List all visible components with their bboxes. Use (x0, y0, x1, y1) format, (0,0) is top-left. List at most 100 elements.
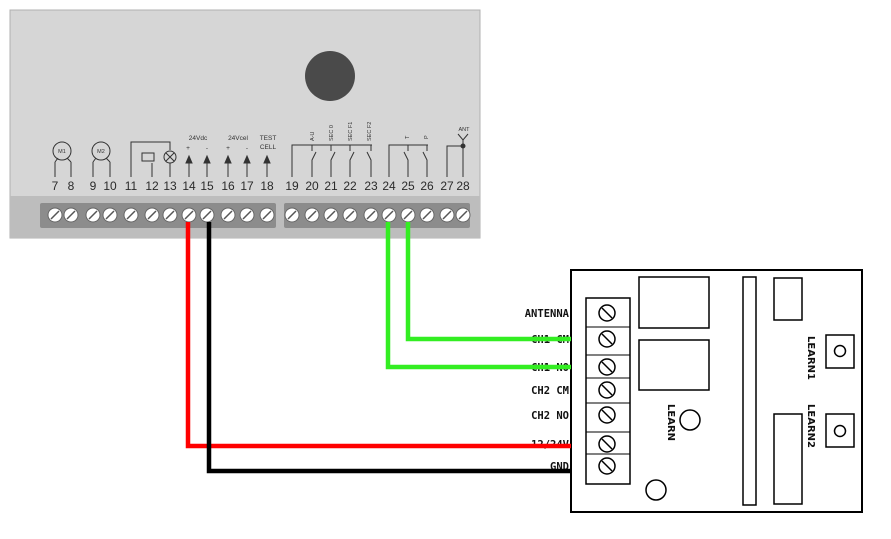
learn2-button-cap[interactable] (833, 424, 847, 438)
status-knob (305, 51, 355, 101)
terminal-number-27: 27 (440, 179, 454, 193)
learn-center-label: LEARN (665, 404, 676, 441)
receiver-screw-slot (601, 460, 613, 472)
terminal-screw-slot-7 (50, 210, 60, 220)
label-secf1: SEC F1 (348, 122, 354, 141)
terminal-number-11: 11 (125, 179, 138, 193)
terminal-screw-slot-15 (202, 210, 212, 220)
terminal-number-25: 25 (401, 179, 415, 193)
terminal-number-19: 19 (285, 179, 299, 193)
wires (185, 222, 571, 474)
terminal-number-17: 17 (240, 179, 254, 193)
label-secf2: SEC F2 (367, 122, 373, 141)
label-test: TEST (260, 135, 277, 142)
terminal-number-23: 23 (364, 179, 378, 193)
crystal-component (773, 277, 803, 321)
wire-red-12-24v (185, 222, 571, 449)
terminal-screws (47, 207, 471, 223)
flasher-lamp-symbol (130, 141, 177, 177)
terminal-screw-slot-20 (307, 210, 317, 220)
terminal-screw-slot-12 (147, 210, 157, 220)
motor-symbols (52, 141, 111, 177)
label-24vcel-minus: - (246, 145, 248, 152)
terminal-number-14: 14 (182, 179, 196, 193)
terminal-screw-slot-24 (384, 210, 394, 220)
receiver-pin-label-ch2-no: CH2 NO (531, 410, 569, 422)
terminal-number-22: 22 (343, 179, 357, 193)
receiver-screw-slot (601, 384, 613, 396)
label-t: T (405, 135, 411, 139)
terminal-screw-slot-21 (326, 210, 336, 220)
terminal-number-9: 9 (90, 179, 97, 193)
relay-1 (638, 276, 710, 329)
receiver-pin-label-ch2-cm: CH2 CM (531, 385, 569, 397)
wire-green-ch1-cm (405, 222, 571, 342)
learn2-label: LEARN2 (805, 404, 816, 448)
receiver-screw-slot (601, 361, 613, 373)
terminal-screw-slot-26 (422, 210, 432, 220)
label-ant: ANT (459, 127, 471, 133)
terminal-screw-slot-23 (366, 210, 376, 220)
receiver-screw-slot (601, 307, 613, 319)
terminal-screw-slot-22 (345, 210, 355, 220)
terminal-screw-slot-17 (242, 210, 252, 220)
terminal-screw-slot-14 (184, 210, 194, 220)
terminal-number-13: 13 (163, 179, 177, 193)
antenna-symbol (446, 133, 469, 177)
terminal-screw-slot-18 (262, 210, 272, 220)
learn1-label: LEARN1 (805, 336, 816, 380)
t-p-contacts (388, 144, 428, 177)
terminal-screw-slot-25 (403, 210, 413, 220)
receiver-screw-slot (601, 409, 613, 421)
wire-green-ch1-no (385, 222, 571, 370)
label-24vdc-minus: - (206, 145, 208, 152)
terminal-number-24: 24 (382, 179, 396, 193)
input-contacts (291, 144, 372, 177)
terminal-screw-slot-28 (458, 210, 468, 220)
status-led (645, 479, 667, 501)
terminal-number-7: 7 (52, 179, 59, 193)
chip-component (773, 413, 803, 505)
terminal-number-15: 15 (200, 179, 214, 193)
label-sec0: SEC 0 (329, 125, 335, 141)
learn-led (679, 409, 701, 431)
terminal-number-10: 10 (103, 179, 117, 193)
terminal-number-16: 16 (221, 179, 235, 193)
wire-black-gnd (206, 222, 571, 474)
terminal-screw-slot-11 (126, 210, 136, 220)
terminal-number-26: 26 (420, 179, 434, 193)
terminal-number-18: 18 (260, 179, 274, 193)
label-24vdc-plus: + (186, 145, 190, 152)
receiver-screw-slot (601, 333, 613, 345)
receiver-screws (586, 304, 630, 475)
terminal-screw-slot-13 (165, 210, 175, 220)
label-24vcel-plus: + (226, 145, 230, 152)
label-24vcel: 24Vcel (228, 135, 248, 142)
motor-2-label: M2 (97, 149, 105, 155)
terminal-screw-slot-8 (66, 210, 76, 220)
label-p: P (424, 135, 430, 139)
label-cell: CELL (260, 144, 277, 151)
terminal-screw-slot-9 (88, 210, 98, 220)
label-a-u: A-U (310, 132, 316, 142)
terminal-number-21: 21 (324, 179, 338, 193)
label-24vdc: 24Vdc (189, 135, 208, 142)
motor-1-label: M1 (58, 149, 66, 155)
receiver-pin-label-antenna: ANTENNA (525, 308, 570, 320)
terminal-number-28: 28 (456, 179, 470, 193)
terminal-screw-slot-16 (223, 210, 233, 220)
terminal-number-20: 20 (305, 179, 319, 193)
learn1-button-cap[interactable] (833, 344, 847, 358)
receiver-screw-slot (601, 438, 613, 450)
relay-2 (638, 339, 710, 391)
supply-arrows (185, 154, 271, 177)
antenna-trace (742, 276, 757, 506)
terminal-screw-slot-10 (105, 210, 115, 220)
terminal-screw-slot-19 (287, 210, 297, 220)
terminal-number-8: 8 (68, 179, 75, 193)
terminal-screw-slot-27 (442, 210, 452, 220)
